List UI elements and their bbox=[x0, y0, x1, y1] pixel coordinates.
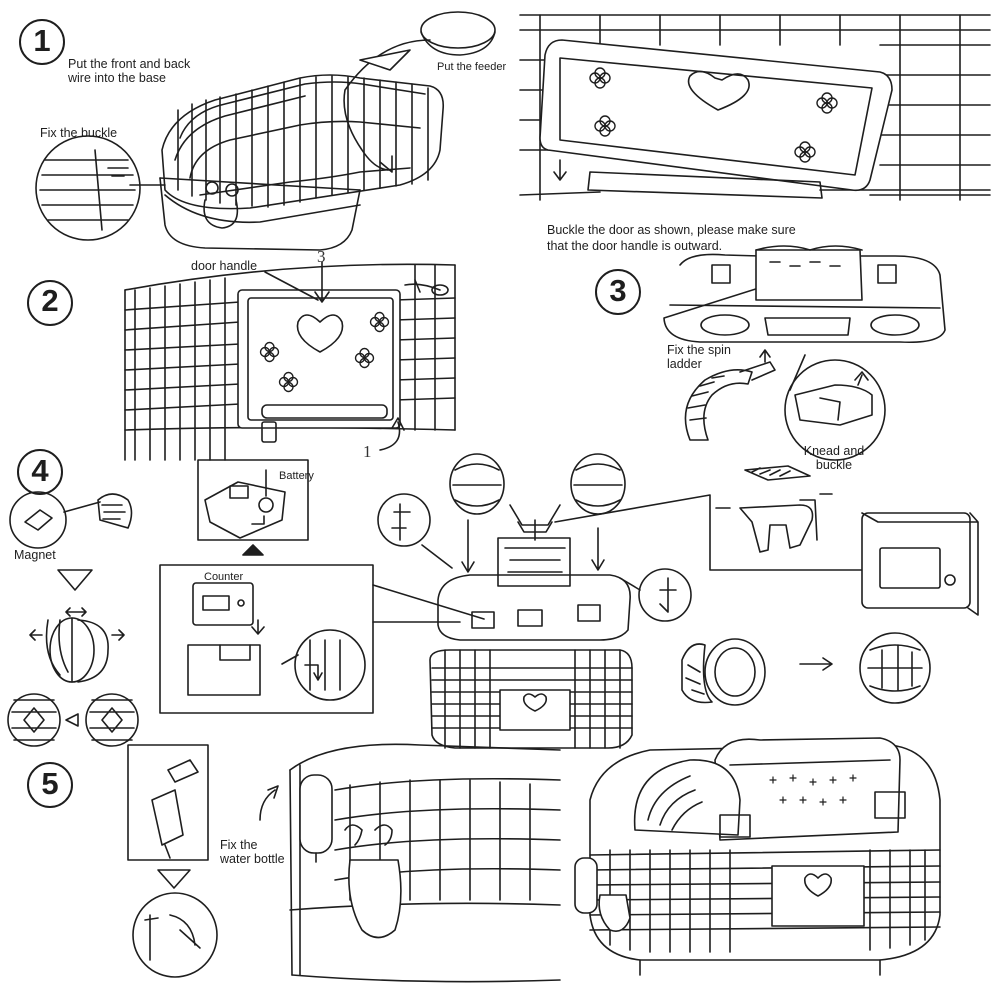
buckle-label: Fix the buckle bbox=[40, 126, 118, 140]
door-note: Buckle the door as shown, please make su… bbox=[547, 223, 796, 253]
step1-instruction: Put the front and back wire into the bas… bbox=[68, 57, 191, 85]
water-bottle-label: Fix the water bottle bbox=[220, 838, 285, 866]
door-handle-label: door handle bbox=[191, 259, 258, 273]
callout-1: 1 bbox=[363, 442, 372, 461]
feeder-label: Put the feeder bbox=[437, 61, 507, 73]
center-exploded-assembly bbox=[372, 453, 863, 749]
step5-water-bottle-illustration bbox=[127, 737, 941, 983]
magnet-label: Magnet bbox=[14, 548, 56, 562]
door-buckle-detail-illustration bbox=[519, 14, 991, 201]
battery-label: Battery bbox=[279, 470, 314, 482]
step-number-5: 5 bbox=[41, 766, 59, 801]
tunnel-star-holes bbox=[769, 774, 857, 806]
step2-door-illustration bbox=[124, 261, 456, 461]
step3-top-housing-illustration bbox=[663, 245, 946, 461]
knead-buckle-label: Knead and buckle bbox=[803, 444, 865, 472]
step1-cage-base-illustration bbox=[35, 11, 496, 251]
counter-label: Counter bbox=[204, 571, 244, 583]
spin-ladder-label: Fix the spin ladder bbox=[667, 343, 731, 371]
right-parts-illustration bbox=[681, 465, 979, 706]
step-number-4: 4 bbox=[31, 453, 49, 488]
callout-3: 3 bbox=[317, 247, 326, 266]
step-number-1: 1 bbox=[33, 23, 51, 58]
step-number-2: 2 bbox=[41, 283, 59, 318]
step-number-3: 3 bbox=[609, 273, 627, 308]
step4-magnet-counter-illustration bbox=[7, 459, 374, 747]
